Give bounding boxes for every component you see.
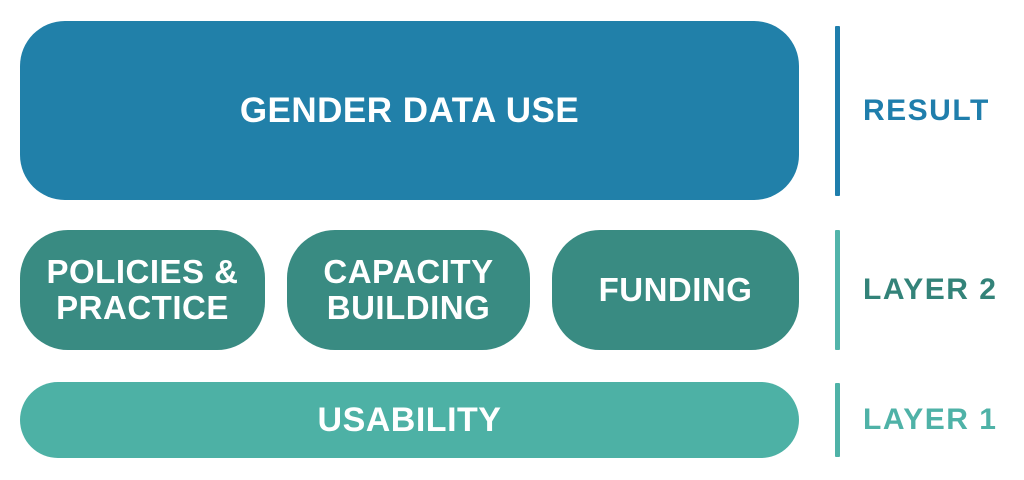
layer2-box-funding-label: FUNDING bbox=[598, 270, 753, 308]
layer2-tag-label: LAYER 2 bbox=[863, 273, 998, 306]
layer2-tag: LAYER 2 bbox=[835, 230, 997, 350]
layer2-box-capacity-building: CAPACITY BUILDING bbox=[287, 230, 530, 350]
layer1-tag: LAYER 1 bbox=[835, 382, 997, 458]
layer2-box-policies-practice-label: POLICIES & PRACTICE bbox=[46, 252, 239, 326]
layer2-box-funding: FUNDING bbox=[552, 230, 799, 350]
layer2-box-policies-practice: POLICIES & PRACTICE bbox=[20, 230, 265, 350]
result-tag-line bbox=[835, 25, 840, 196]
layer1-box-usability-label: USABILITY bbox=[317, 400, 502, 439]
layer2-box-capacity-building-label: CAPACITY BUILDING bbox=[323, 252, 494, 326]
layer2-tag-line bbox=[835, 230, 840, 350]
layer1-tag-line bbox=[835, 383, 840, 457]
layer1-tag-label: LAYER 1 bbox=[863, 403, 998, 436]
result-tag-label: RESULT bbox=[863, 93, 990, 127]
result-tag: RESULT bbox=[835, 21, 990, 200]
result-box-label: GENDER DATA USE bbox=[239, 90, 580, 130]
layer1-box-usability: USABILITY bbox=[20, 382, 799, 458]
result-box: GENDER DATA USE bbox=[20, 21, 799, 200]
